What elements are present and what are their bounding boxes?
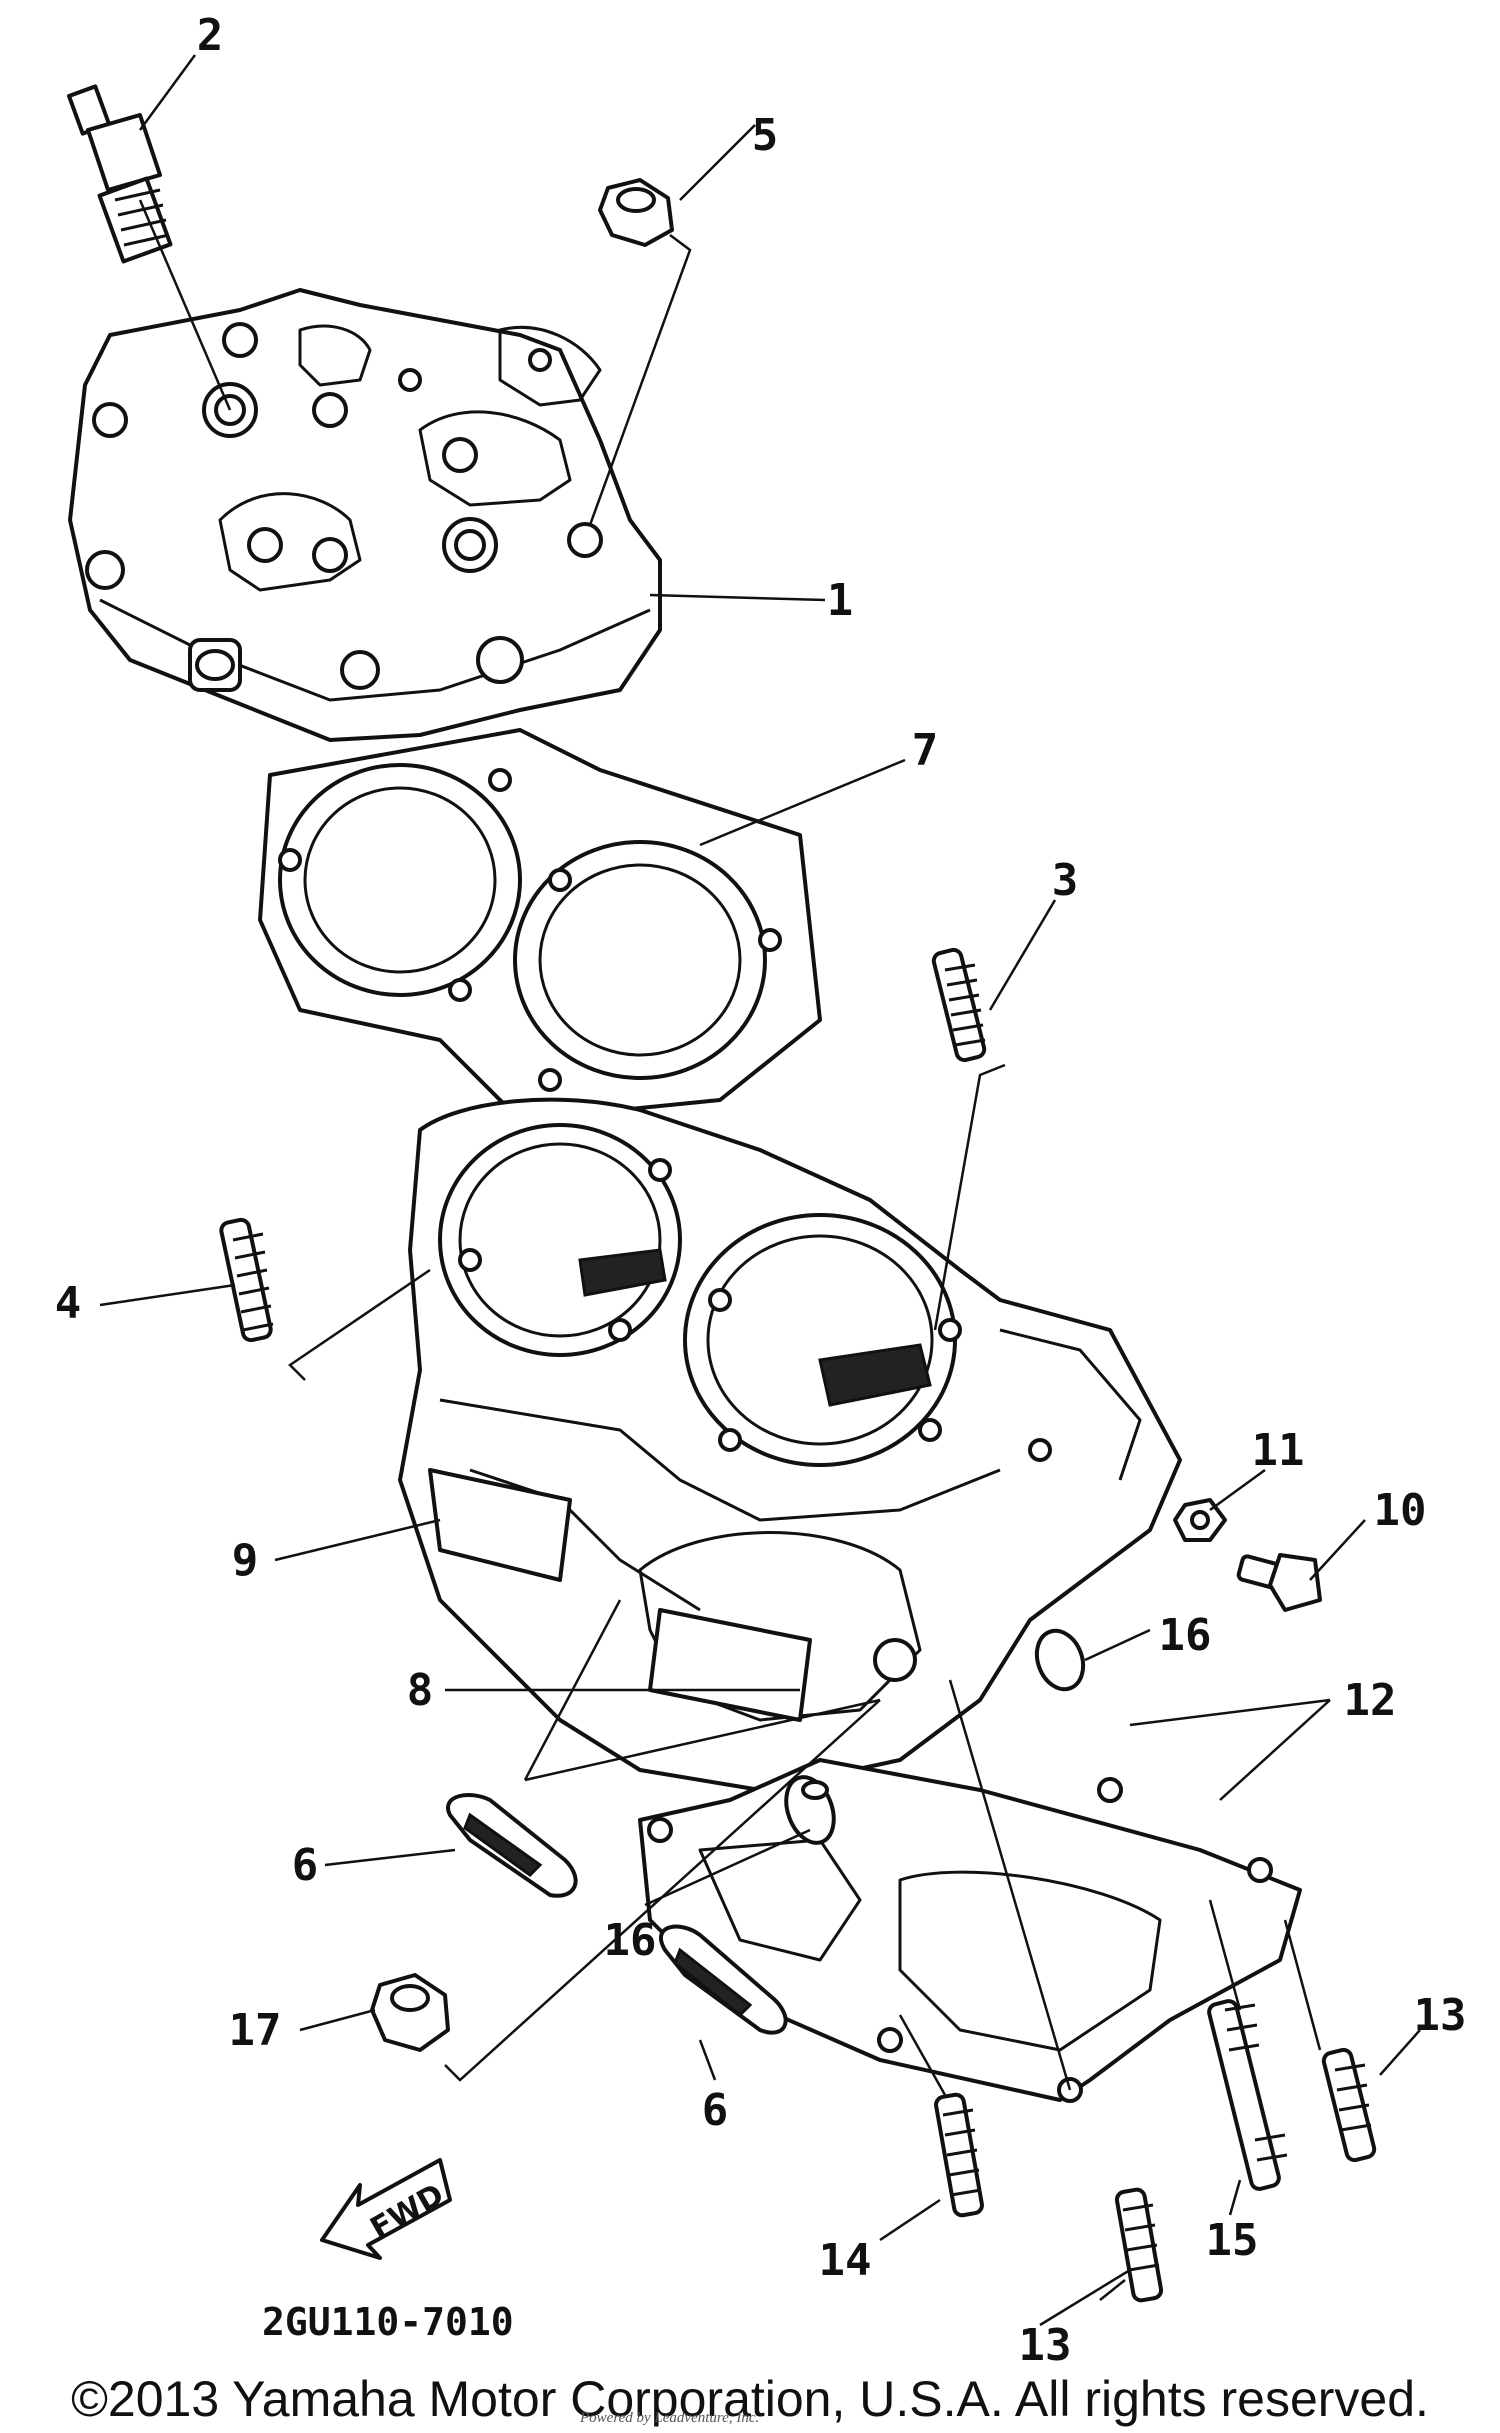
forward-direction-arrow: FWD: [320, 2158, 452, 2260]
dowel-pin-right: [1034, 1628, 1086, 1692]
callout-7: 7: [912, 725, 939, 776]
stud-bolt-upper: [931, 947, 987, 1063]
callout-numbers: 1 2 3 4 5 6 6 7 8 9 10 11 12 13 13 14 15…: [55, 10, 1467, 2371]
callout-12: 12: [1344, 1675, 1397, 1726]
cylinder-head: [68, 288, 662, 742]
base-nut: [370, 1973, 450, 2052]
exhaust-gasket-upper: [446, 1793, 578, 1898]
stud-bolt-14: [934, 2092, 984, 2218]
washer: [1173, 1498, 1227, 1542]
exhaust-gasket-lower: [658, 1924, 788, 2035]
watermark: Powered by Leadventure, Inc.: [580, 2410, 760, 2426]
cylinder-base-gasket: [638, 1758, 1302, 2103]
callout-6-lower: 6: [702, 2085, 729, 2136]
stud-bolt-13-right: [1321, 2047, 1377, 2163]
callout-11: 11: [1252, 1425, 1305, 1476]
callout-1: 1: [827, 575, 854, 626]
callout-13-right: 13: [1414, 1990, 1467, 2041]
leader-lines: [99, 54, 1421, 2327]
callout-10: 10: [1374, 1485, 1427, 1536]
drain-bolt: [1236, 1553, 1322, 1612]
callout-15: 15: [1206, 2215, 1259, 2266]
copyright-notice: ©2013 Yamaha Motor Corporation, U.S.A. A…: [71, 2371, 1429, 2427]
cylinder-head-nut: [598, 178, 674, 247]
spark-plug: [67, 84, 173, 264]
stud-bolt-left: [219, 1217, 274, 1343]
callout-17: 17: [229, 2005, 282, 2056]
exhaust-port-flange-right: [648, 1608, 812, 1722]
callout-9: 9: [232, 1535, 259, 1586]
cylinder-block: [398, 1097, 1182, 1792]
exhaust-port-flange-left: [428, 1468, 572, 1582]
callout-3: 3: [1052, 855, 1079, 906]
cylinder-head-gasket: [258, 728, 822, 1122]
callout-16-left: 16: [604, 1915, 657, 1966]
callout-16-right: 16: [1159, 1610, 1212, 1661]
drawing-code: 2GU110-7010: [262, 2300, 514, 2344]
stud-bolt-13-lower: [1114, 2187, 1164, 2303]
callout-2: 2: [197, 10, 224, 61]
callout-14: 14: [819, 2235, 872, 2286]
callout-5: 5: [752, 110, 779, 161]
callout-8: 8: [407, 1665, 434, 1716]
callout-13-bottom: 13: [1019, 2320, 1072, 2371]
stud-bolt-15: [1207, 1999, 1288, 2191]
callout-4: 4: [55, 1278, 82, 1329]
callout-6-upper: 6: [292, 1840, 319, 1891]
dowel-pin-left: [784, 1775, 836, 1845]
